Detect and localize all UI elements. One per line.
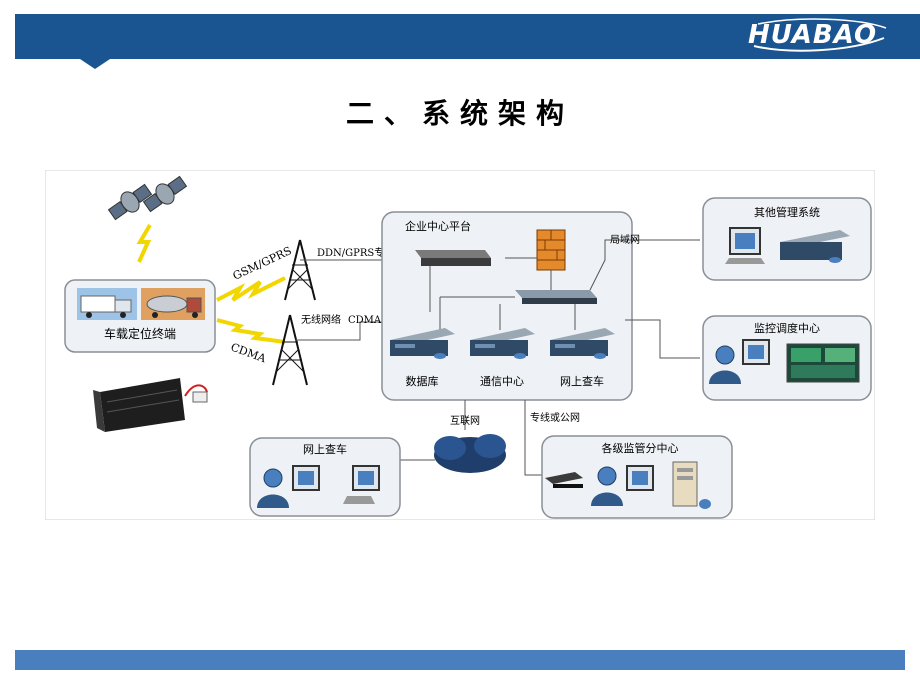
tower-2-icon [272,314,308,386]
firewall-icon [536,229,566,271]
lan-link-line [589,239,700,291]
web-user-icon [257,465,320,508]
branch-server-tower-icon [672,461,711,509]
wireless-network-label: 无线网络 [301,313,341,326]
branch-router-icon [545,472,583,488]
computer-monitor-icon [725,227,765,264]
dedicated-public-label: 专线或公网 [530,411,580,424]
video-wall-icon [786,343,860,383]
terminal-device-icon [93,378,208,432]
database-label: 数据库 [406,374,439,388]
page-title: 二、系统架构 [345,97,574,130]
footer-band [15,650,905,670]
operator-user-icon [709,339,770,384]
branch-user-icon [591,465,654,506]
platform-title: 企业中心平台 [405,219,471,233]
vehicle-terminal-label: 车载定位终端 [104,326,176,341]
comm-center-label: 通信中心 [480,375,524,388]
header-notch [80,59,110,69]
database-server-icon [390,328,455,359]
other-mgmt-title: 其他管理系统 [754,205,820,219]
web-computer-icon [343,465,380,504]
monitor-center-title: 监控调度中心 [754,321,820,335]
wireless-link-line [295,321,390,341]
router-icon [415,250,491,266]
web-query-server-label: 网上查车 [560,374,604,388]
cdma-signal-icon [216,318,286,344]
logo-swoosh-icon [753,18,887,52]
monitor-link-line [625,319,700,359]
system-architecture-diagram: 车载定位终端 GSM/GPRS CDMA DDN/GPRS专线 无线网络 CDM… [45,170,875,520]
gsm-gprs-signal-icon [216,276,286,302]
comm-server-icon [470,328,535,359]
tower-1-icon [284,239,316,301]
internet-label: 互联网 [450,415,480,427]
branch-center-title: 各级监管分中心 [602,441,679,455]
switch-icon [515,290,597,304]
internet-cloud-icon [434,434,506,473]
lan-label: 局域网 [610,233,640,246]
web-query-server-icon [550,328,615,359]
satellites-icon [107,175,188,263]
logo-text: HUABAO [748,20,878,50]
mgmt-server-icon [780,230,850,263]
web-query-title: 网上查车 [303,442,347,456]
ddn-gprs-label: DDN/GPRS专线 [317,246,394,259]
enterprise-platform-box [381,211,633,401]
huabao-logo: HUABAO [748,16,888,56]
truck-icon [77,288,137,320]
tanker-truck-icon [141,288,205,320]
